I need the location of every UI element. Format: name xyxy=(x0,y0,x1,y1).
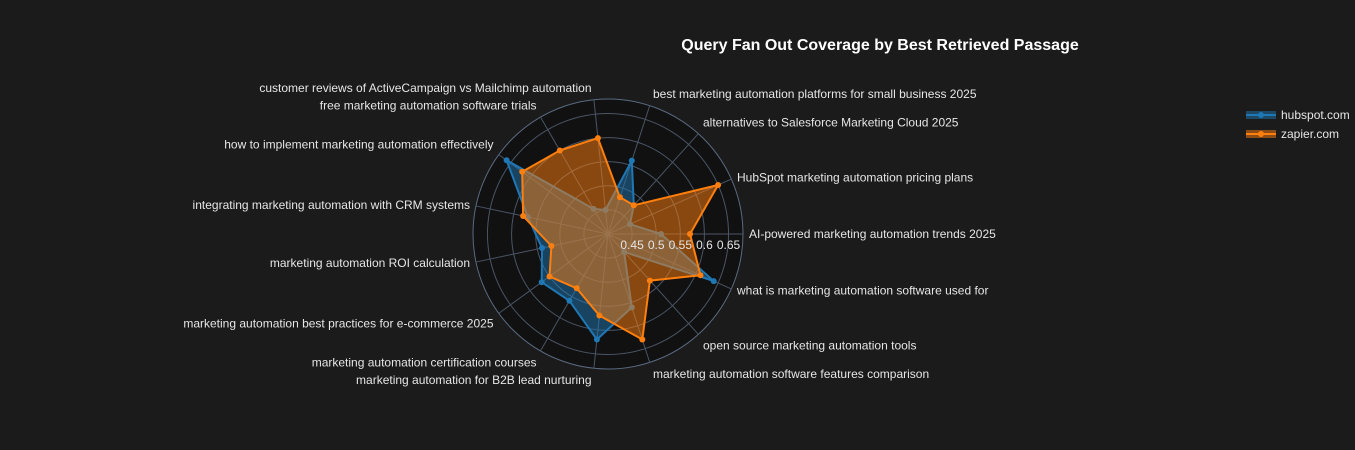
legend-item-zapier-com[interactable]: zapier.com xyxy=(1246,127,1339,141)
category-label: alternatives to Salesforce Marketing Clo… xyxy=(703,116,959,130)
category-label: marketing automation software features c… xyxy=(653,367,929,381)
category-label: HubSpot marketing automation pricing pla… xyxy=(737,171,973,185)
data-point xyxy=(639,336,646,343)
data-point xyxy=(630,202,637,209)
legend-label: hubspot.com xyxy=(1281,108,1350,122)
radial-tick-label: 0.55 xyxy=(669,238,693,252)
data-point xyxy=(573,285,580,292)
data-point xyxy=(519,168,526,175)
data-point xyxy=(687,231,693,237)
data-point xyxy=(628,157,635,164)
data-point xyxy=(556,147,563,154)
category-label: marketing automation best practices for … xyxy=(183,317,493,331)
category-label: customer reviews of ActiveCampaign vs Ma… xyxy=(259,81,591,95)
data-point xyxy=(539,245,545,251)
legend-marker xyxy=(1258,112,1264,118)
legend-item-hubspot-com[interactable]: hubspot.com xyxy=(1246,108,1350,122)
category-label: marketing automation ROI calculation xyxy=(270,256,470,270)
category-label: marketing automation for B2B lead nurtur… xyxy=(356,373,591,387)
data-point xyxy=(538,279,545,286)
chart-title: Query Fan Out Coverage by Best Retrieved… xyxy=(681,37,1079,54)
category-label: open source marketing automation tools xyxy=(703,338,916,352)
data-point xyxy=(594,135,601,142)
category-label: how to implement marketing automation ef… xyxy=(224,137,493,151)
radial-tick-label: 0.5 xyxy=(648,238,665,252)
data-point xyxy=(596,312,603,319)
category-label: best marketing automation platforms for … xyxy=(653,87,977,101)
data-point xyxy=(697,272,704,279)
category-label: integrating marketing automation with CR… xyxy=(193,198,470,212)
data-point xyxy=(646,277,653,284)
category-label: free marketing automation software trial… xyxy=(320,99,537,113)
legend-label: zapier.com xyxy=(1281,127,1339,141)
legend[interactable]: hubspot.com zapier.com xyxy=(1246,108,1350,141)
radial-tick-label: 0.6 xyxy=(696,238,713,252)
data-point xyxy=(548,243,555,249)
data-point xyxy=(715,182,722,188)
radial-tick-label: 0.45 xyxy=(620,238,644,252)
data-point xyxy=(503,157,510,164)
data-point xyxy=(710,278,717,285)
category-label: AI-powered marketing automation trends 2… xyxy=(749,227,996,241)
category-label: marketing automation certification cours… xyxy=(312,355,537,369)
data-point xyxy=(520,213,527,219)
data-point xyxy=(593,336,600,343)
data-point xyxy=(566,297,573,304)
data-point xyxy=(546,273,553,280)
data-point xyxy=(616,194,623,201)
legend-marker xyxy=(1258,131,1264,137)
series-area-zapier-com xyxy=(521,137,720,341)
category-label: what is marketing automation software us… xyxy=(736,284,988,298)
radial-tick-label: 0.65 xyxy=(717,238,741,252)
